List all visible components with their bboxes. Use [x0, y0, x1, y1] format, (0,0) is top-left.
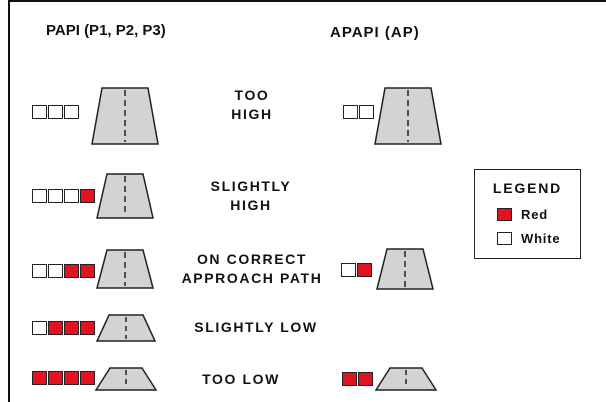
papi-light [32, 371, 47, 385]
papi-light [48, 189, 63, 203]
papi-lights-slightly-low [32, 321, 96, 335]
papi-light [32, 321, 47, 335]
apapi-lights-on-path [341, 263, 373, 277]
legend-item-red: Red [497, 207, 548, 222]
papi-header: PAPI (P1, P2, P3) [46, 22, 166, 39]
runway-icon [96, 249, 154, 289]
apapi-light [343, 105, 358, 119]
label-on-correct-path: ON CORRECT APPROACH PATH [166, 250, 338, 288]
papi-lights-slightly-high [32, 189, 96, 203]
label-slightly-high: SLIGHTLY HIGH [186, 177, 316, 215]
label-line: TOO LOW [202, 371, 280, 387]
apapi-lights-too-low [342, 372, 374, 386]
runway-icon [376, 248, 434, 290]
white-swatch [497, 232, 512, 245]
runway-icon [374, 87, 442, 145]
papi-light [80, 264, 95, 278]
red-swatch [497, 208, 512, 221]
papi-lights-on-path [32, 264, 96, 278]
papi-light [48, 371, 63, 385]
papi-light [80, 189, 95, 203]
legend-label: Red [521, 207, 548, 222]
papi-light [48, 321, 63, 335]
runway-icon [374, 367, 438, 391]
papi-light [64, 189, 79, 203]
legend-box: LEGEND Red White [474, 169, 581, 259]
label-line: APPROACH PATH [181, 270, 323, 286]
papi-light [64, 264, 79, 278]
papi-light [32, 105, 47, 119]
legend-item-white: White [497, 231, 560, 246]
label-line: ON CORRECT [196, 251, 308, 267]
diagram-frame [8, 0, 606, 402]
papi-light [80, 321, 95, 335]
papi-light [64, 371, 79, 385]
label-line: HIGH [231, 106, 273, 122]
papi-light [32, 264, 47, 278]
apapi-light [359, 105, 374, 119]
apapi-light [358, 372, 373, 386]
papi-lights-too-high [32, 105, 80, 119]
legend-title: LEGEND [492, 180, 563, 196]
runway-icon [91, 87, 159, 145]
papi-light [80, 371, 95, 385]
papi-light [64, 105, 79, 119]
runway-icon [96, 173, 154, 219]
apapi-light [341, 263, 356, 277]
label-line: HIGH [230, 197, 272, 213]
papi-light [32, 189, 47, 203]
label-line: SLIGHTLY [210, 178, 292, 194]
runway-icon [95, 314, 157, 342]
label-too-low: TOO LOW [186, 370, 296, 389]
apapi-lights-too-high [343, 105, 375, 119]
papi-light [64, 321, 79, 335]
label-line: TOO [234, 87, 270, 103]
apapi-light [357, 263, 372, 277]
runway-icon [94, 367, 158, 391]
papi-light [48, 264, 63, 278]
label-too-high: TOO HIGH [212, 86, 292, 124]
apapi-light [342, 372, 357, 386]
papi-light [48, 105, 63, 119]
papi-lights-too-low [32, 371, 96, 385]
legend-label: White [521, 231, 561, 246]
label-slightly-low: SLIGHTLY LOW [170, 318, 342, 337]
label-line: SLIGHTLY LOW [194, 319, 318, 335]
apapi-header: APAPI (AP) [330, 24, 420, 41]
